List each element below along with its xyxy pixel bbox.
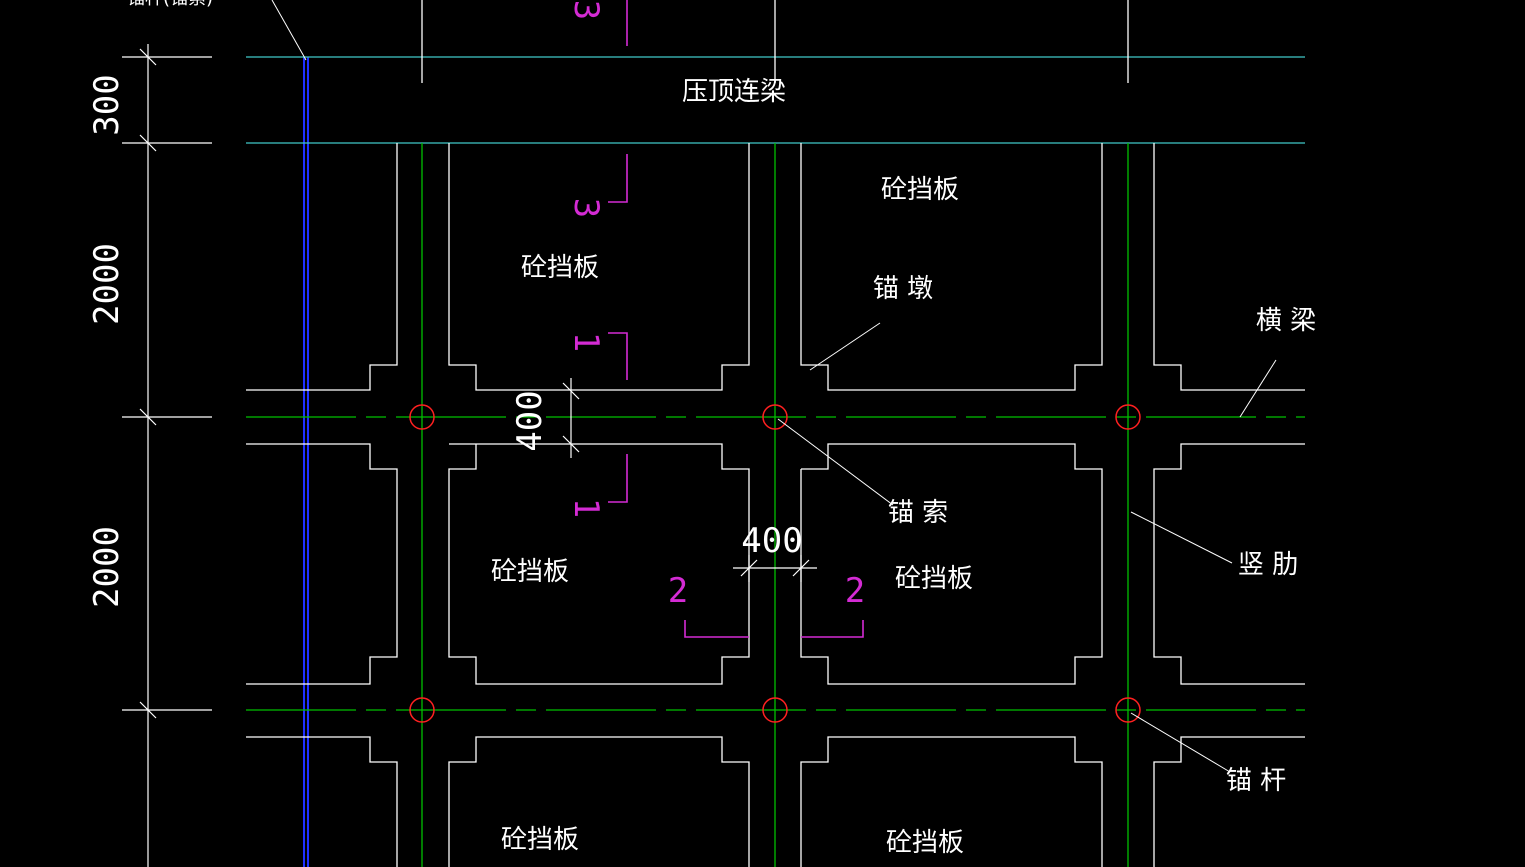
section-1-bottom: 1 <box>566 498 606 518</box>
section-2-left: 2 <box>668 571 688 611</box>
panel-label-r2c1: 砼挡板 <box>491 557 569 587</box>
panel-label-r2c2: 砼挡板 <box>895 564 973 594</box>
leaders <box>271 0 1277 773</box>
anchors <box>409 404 1141 723</box>
panel-label-r1c2: 砼挡板 <box>881 175 959 205</box>
upper-rib-lines <box>421 0 1129 83</box>
panel-label-r3c2: 砼挡板 <box>886 828 964 858</box>
section-3-bottom: 3 <box>566 198 606 218</box>
dim-300: 300 <box>87 74 127 135</box>
anchor-rod-label: 锚 杆 <box>1226 766 1286 796</box>
section-1-top: 1 <box>566 332 606 352</box>
dim-2000-upper: 2000 <box>87 243 127 325</box>
centerlines <box>246 143 1305 867</box>
frame-outline <box>246 143 1305 867</box>
dim-2000-lower: 2000 <box>87 526 127 608</box>
section-marks <box>608 0 864 638</box>
dimension-lines <box>122 44 817 867</box>
dim-400-vertical: 400 <box>510 390 550 451</box>
cross-beam-label: 横 梁 <box>1256 306 1316 336</box>
section-3-top: 3 <box>566 0 606 20</box>
anchor-pier-label: 锚 墩 <box>873 274 933 304</box>
section-2-right: 2 <box>845 571 865 611</box>
cap-beam-label: 压顶连梁 <box>682 77 786 107</box>
anchor-cable-label: 锚 索 <box>888 498 948 528</box>
vertical-rib-label: 竖 肋 <box>1238 550 1298 580</box>
partial-top-label: 锚杆(锚索) <box>127 0 213 9</box>
panel-label-r1c1: 砼挡板 <box>521 253 599 283</box>
dim-400-horizontal: 400 <box>741 521 802 561</box>
wall-line <box>303 57 309 867</box>
panel-label-r3c1: 砼挡板 <box>501 825 579 855</box>
